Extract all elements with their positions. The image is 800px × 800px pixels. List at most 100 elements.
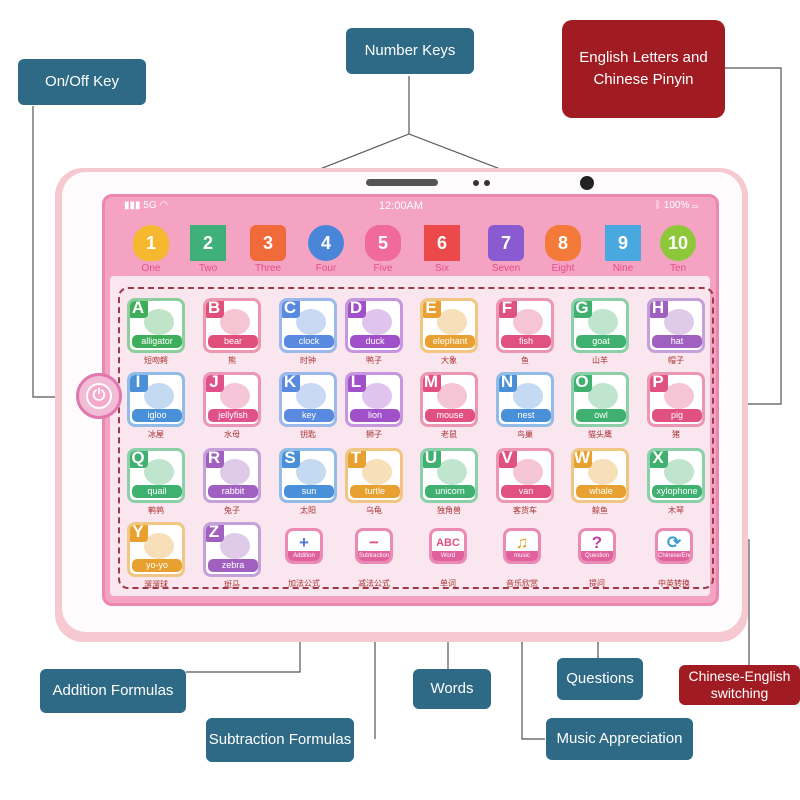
letter-key-letter: A: [130, 301, 148, 318]
letter-key-letter: H: [650, 301, 668, 318]
letter-key-chinese: 冰屋: [148, 430, 164, 439]
number-key-9[interactable]: 9: [605, 225, 641, 261]
number-key-2[interactable]: 2: [190, 225, 226, 261]
signal-indicator: ▮▮▮ 5G ◠: [124, 200, 168, 211]
battery-label: 100%: [663, 200, 690, 211]
battery-indicator: ᛒ 100% ▭: [655, 200, 698, 211]
signal-bars-icon: ▮▮▮: [124, 200, 144, 211]
letter-key-word: owl: [576, 409, 626, 422]
letter-key-chinese: 客货车: [513, 506, 537, 515]
lion-icon: [362, 383, 392, 409]
alligator-icon: [144, 309, 174, 335]
number-key-label: One: [141, 263, 161, 274]
number-key-10[interactable]: 10: [660, 225, 696, 261]
letter-key-chinese: 溜溜球: [144, 580, 168, 589]
pig-icon: [664, 383, 694, 409]
hat-icon: [664, 309, 694, 335]
number-key-6[interactable]: 6: [424, 225, 460, 261]
letter-key-word: elephant: [425, 335, 475, 348]
number-key-1[interactable]: 1: [133, 225, 169, 261]
nest-icon: [513, 383, 543, 409]
number-key-4[interactable]: 4: [308, 225, 344, 261]
callout-words: Words: [413, 669, 491, 709]
letter-key-letter: F: [499, 301, 517, 318]
letter-key-word: zebra: [208, 559, 258, 572]
letter-key-letter: N: [499, 375, 517, 392]
addition-formula-button[interactable]: +Addition formula: [285, 528, 323, 564]
number-key-label: Nine: [612, 263, 634, 274]
rabbit-icon: [220, 459, 250, 485]
callout-addition-formulas: Addition Formulas: [40, 669, 186, 713]
chinese-english-button[interactable]: ⟳Chinese/English conversion: [655, 528, 693, 564]
question-button[interactable]: ?Question: [578, 528, 616, 564]
letter-key-letter: V: [499, 451, 517, 468]
plus-icon: +: [299, 533, 309, 552]
function-key-label: Question: [581, 551, 613, 561]
jellyfish-icon: [220, 383, 250, 409]
letter-keys-area: [118, 287, 714, 589]
number-key-label: Five: [373, 263, 393, 274]
callout-addition-formulas-label: Addition Formulas: [52, 681, 174, 699]
letter-key-word: clock: [284, 335, 334, 348]
function-key-label: Word: [432, 551, 464, 561]
van-icon: [513, 459, 543, 485]
number-key-label: Seven: [491, 263, 521, 274]
letter-key-chinese: 猪: [672, 430, 680, 439]
letter-key-chinese: 鹌鹑: [148, 506, 164, 515]
letter-key-letter: Z: [206, 525, 224, 542]
callout-subtraction-formulas-label: Subtraction Formulas: [208, 730, 352, 748]
function-key-chinese: 音乐欣赏: [506, 579, 538, 588]
xylophone-icon: [664, 459, 694, 485]
number-key-8[interactable]: 8: [545, 225, 581, 261]
music-button[interactable]: ♫music: [503, 528, 541, 564]
number-key-7[interactable]: 7: [488, 225, 524, 261]
battery-icon: ▭: [689, 200, 699, 211]
callout-on-off-key: On/Off Key: [18, 59, 146, 105]
number-key-3[interactable]: 3: [250, 225, 286, 261]
letter-key-chinese: 水母: [224, 430, 240, 439]
power-button[interactable]: ⏻: [76, 373, 122, 419]
number-key-digit: 10: [667, 232, 689, 253]
callout-english-letters-line1: English Letters and: [579, 48, 708, 66]
number-key-5[interactable]: 5: [365, 225, 401, 261]
letter-key-chinese: 斑马: [224, 580, 240, 589]
minus-icon: −: [369, 533, 379, 552]
number-key-digit: 7: [500, 232, 511, 253]
callout-words-label: Words: [430, 679, 474, 697]
letter-key-letter: D: [348, 301, 366, 318]
subtraction-formula-button[interactable]: −Subtraction formula: [355, 528, 393, 564]
bear-icon: [220, 309, 250, 335]
sensor-dot: [484, 180, 490, 186]
letter-key-letter: T: [348, 451, 366, 468]
letter-key-word: unicorn: [425, 485, 475, 498]
letter-key-word: sun: [284, 485, 334, 498]
callout-on-off-key-label: On/Off Key: [45, 72, 119, 90]
